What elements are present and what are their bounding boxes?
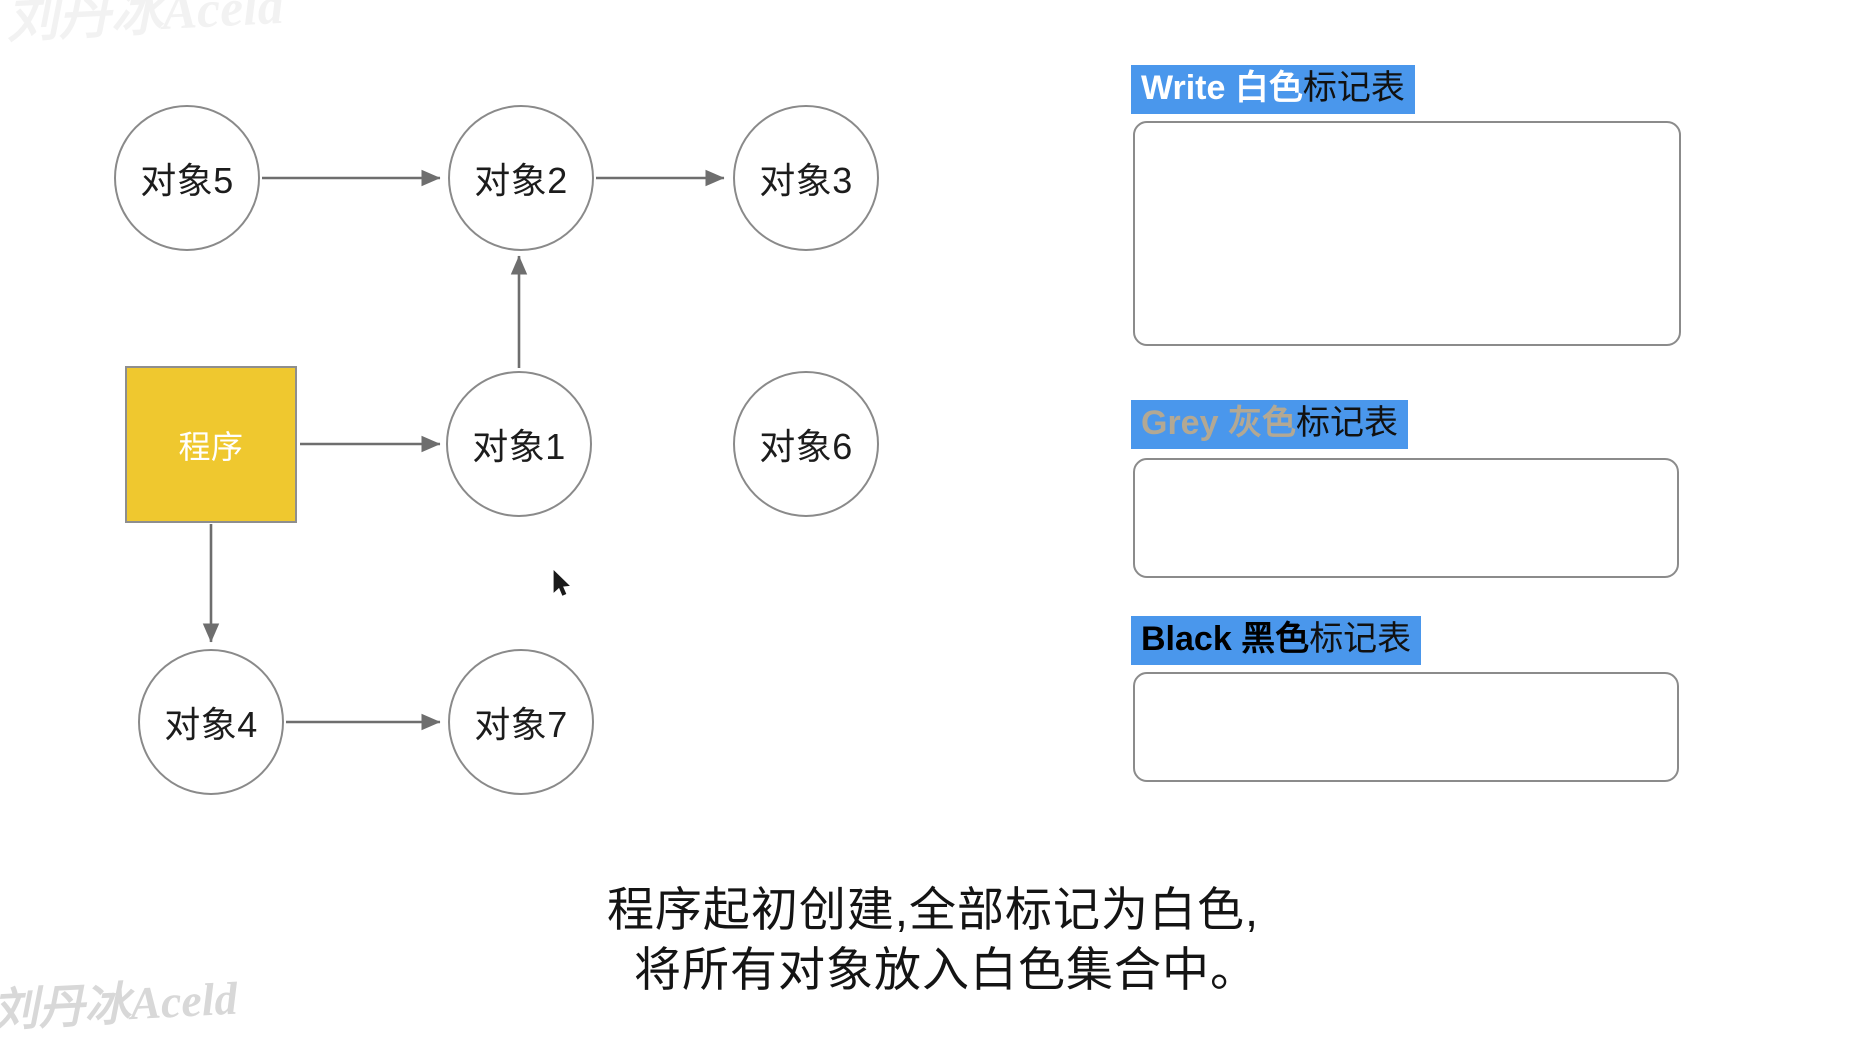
node-label: 对象3 [759,160,853,201]
mark-table-grey-suffix: 标记表 [1295,404,1398,442]
graph-node-obj4[interactable]: 对象4 [138,649,284,795]
mark-table-black-keyword: Black 黑色 [1141,620,1310,658]
node-label: 对象6 [759,426,853,467]
mark-table-grey-label: Grey 灰色标记表 [1131,400,1408,450]
mark-tables: Write 白色标记表 Grey 灰色标记表 Black 黑色标记表 [1131,65,1681,782]
mark-table-white-keyword: Write 白色 [1141,69,1303,107]
graph-node-obj5[interactable]: 对象5 [114,105,260,251]
graph-node-program[interactable]: 程序 [125,366,297,523]
node-label: 对象4 [164,704,258,745]
mark-table-white-box[interactable] [1133,121,1681,346]
caption-line-1: 程序起初创建,全部标记为白色, [606,883,1260,936]
graph-node-obj2[interactable]: 对象2 [448,105,594,251]
graph-node-obj3[interactable]: 对象3 [733,105,879,251]
graph-node-obj6[interactable]: 对象6 [733,371,879,517]
mark-table-grey-box[interactable] [1133,458,1679,578]
object-graph: 对象5 对象2 对象3 程序 对象1 对象6 对象4 对象7 [0,0,1060,860]
node-label: 对象5 [140,160,234,201]
mark-table-black-suffix: 标记表 [1309,620,1412,658]
mark-table-black-label: Black 黑色标记表 [1131,616,1422,666]
graph-edges [202,169,725,731]
graph-node-obj7[interactable]: 对象7 [448,649,594,795]
node-label: 对象7 [474,704,568,745]
node-label: 对象2 [474,160,568,201]
caption-line-2: 将所有对象放入白色集合中。 [634,943,1258,997]
graph-node-obj1[interactable]: 对象1 [446,371,592,517]
mark-table-white-label: Write 白色标记表 [1131,65,1415,115]
mark-table-white-suffix: 标记表 [1302,69,1405,107]
mark-table-grey-keyword: Grey 灰色 [1141,404,1296,442]
node-label: 对象1 [472,426,566,467]
caption: 程序起初创建,全部标记为白色, 将所有对象放入白色集合中。 [0,880,1866,1000]
mark-table-black-box[interactable] [1133,672,1679,782]
node-label: 程序 [178,428,244,465]
